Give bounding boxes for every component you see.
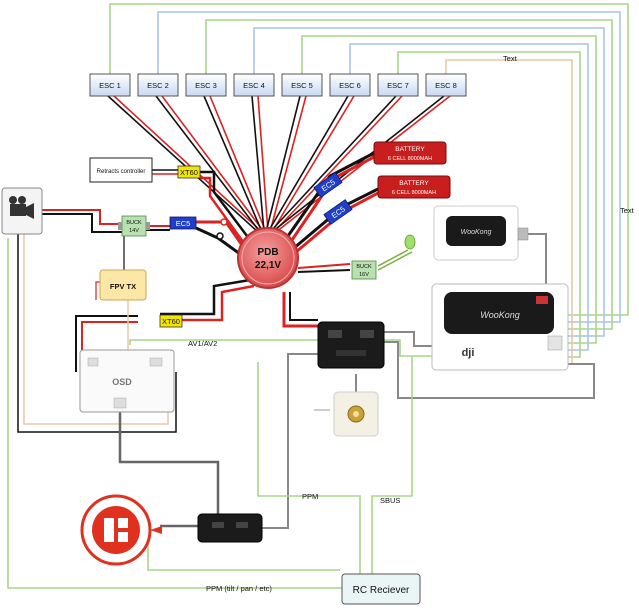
led-indicator xyxy=(404,234,416,250)
battery-1: BATTERY 6 CELL 8000MAH xyxy=(373,141,447,165)
xt60-bottom-label: XT60 xyxy=(162,317,180,326)
battery-2-capacity: 6 CELL 8000MAH xyxy=(392,190,436,196)
ec5-left-label: EC5 xyxy=(176,219,191,228)
esc-label: ESC 7 xyxy=(387,81,409,90)
pmu-module xyxy=(317,321,385,369)
ppm-label: PPM xyxy=(302,492,318,501)
retracts-controller: Retracts controller xyxy=(89,157,153,183)
buck-right-voltage: 16V xyxy=(359,272,369,278)
ec5-battery2-connector: EC5 xyxy=(323,199,353,225)
buck-left-label: BUCK xyxy=(126,220,142,226)
pdb: PDB 22,1V xyxy=(237,227,299,289)
flight-controller: WooKong dji xyxy=(431,283,569,371)
pdb-voltage: 22,1V xyxy=(255,260,281,271)
xt60-top-connector: XT60 xyxy=(177,165,201,179)
osd-module: OSD xyxy=(79,349,175,413)
esc-label: ESC 8 xyxy=(435,81,457,90)
esc-box: ESC 4 xyxy=(233,73,275,97)
esc-power-wires xyxy=(107,95,451,233)
dji-gimbal-logo xyxy=(80,494,162,566)
esc-box: ESC 1 xyxy=(89,73,131,97)
fc-brand-label: WooKong xyxy=(480,310,520,320)
esc-box: ESC 2 xyxy=(137,73,179,97)
esc-box: ESC 6 xyxy=(329,73,371,97)
fc-dji-label: dji xyxy=(462,347,475,359)
gimbal-hub xyxy=(197,513,263,543)
battery-1-label: BATTERY xyxy=(395,146,425,153)
pdb-label: PDB xyxy=(257,247,278,258)
text-right-label: Text xyxy=(620,206,635,215)
fpv-label: FPV TX xyxy=(110,282,136,291)
esc-label: ESC 6 xyxy=(339,81,361,90)
esc-label: ESC 1 xyxy=(99,81,121,90)
esc-box: ESC 8 xyxy=(425,73,467,97)
buck-right-label: BUCK xyxy=(356,264,372,270)
battery-2: BATTERY 6 CELL 8000MAH xyxy=(377,175,451,199)
gps-module: WooKong xyxy=(433,205,529,261)
xt60-bottom-connector: XT60 xyxy=(159,314,183,328)
camera xyxy=(1,187,43,235)
text-top-label: Text xyxy=(503,54,518,63)
osd-label: OSD xyxy=(112,377,132,387)
buck-left-voltage: 14V xyxy=(129,228,139,234)
rc-receiver-label: RC Reciever xyxy=(353,585,410,596)
gps-brand-label: WooKong xyxy=(461,229,492,236)
led-module xyxy=(314,391,379,437)
buck-converter-right: BUCK 16V xyxy=(351,260,377,280)
xt60-top-label: XT60 xyxy=(180,168,198,177)
av-label: AV1/AV2 xyxy=(188,339,217,348)
battery-1-capacity: 6 CELL 8000MAH xyxy=(388,156,432,162)
ppm-tilt-label: PPM (tilt / pan / etc) xyxy=(206,584,272,593)
retracts-label: Retracts controller xyxy=(97,169,146,175)
power-wires xyxy=(17,150,595,529)
battery-2-label: BATTERY xyxy=(399,180,429,187)
esc-label: ESC 5 xyxy=(291,81,313,90)
ec5-left-connector: EC5 xyxy=(169,216,197,230)
esc-label: ESC 4 xyxy=(243,81,265,90)
esc-label: ESC 2 xyxy=(147,81,169,90)
esc-box: ESC 5 xyxy=(281,73,323,97)
signal-lines xyxy=(7,238,432,589)
fpv-transmitter: FPV TX xyxy=(99,269,147,301)
esc-label: ESC 3 xyxy=(195,81,217,90)
esc-signal-wires xyxy=(109,3,629,365)
sbus-label: SBUS xyxy=(380,496,400,505)
ec5-battery1-connector: EC5 xyxy=(313,172,343,198)
esc-box: ESC 3 xyxy=(185,73,227,97)
esc-box: ESC 7 xyxy=(377,73,419,97)
rc-receiver: RC Reciever xyxy=(341,573,421,605)
buck-converter-left: BUCK 14V xyxy=(118,215,150,237)
esc-row: ESC 1 ESC 2 ESC 3 ESC 4 ESC 5 ESC 6 ESC 7 ESC 8 xyxy=(89,73,467,97)
